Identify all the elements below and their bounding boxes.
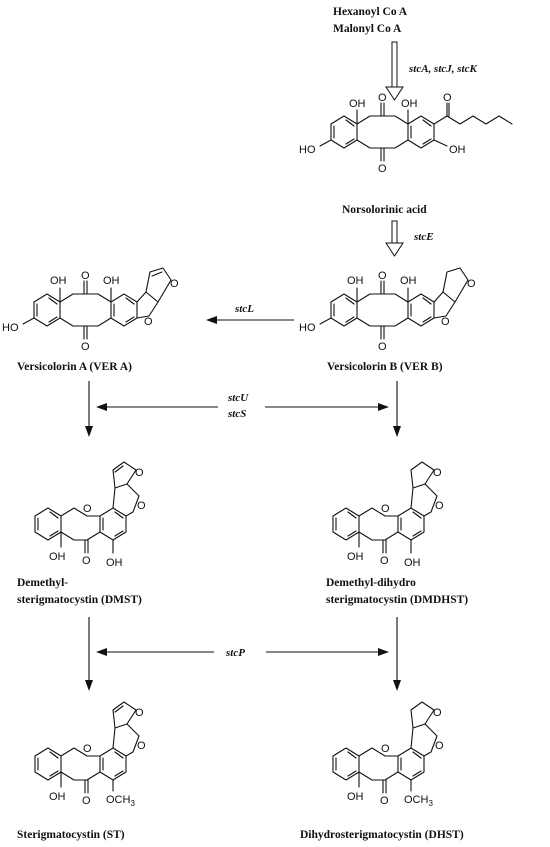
dhst-o-furan2: O (433, 707, 442, 719)
dmst-o-furan2: O (135, 467, 144, 479)
malonyl-coa-label: Malonyl Co A (333, 23, 402, 35)
enzyme-step1-label: stcA, stcJ, stcK (408, 63, 477, 75)
dmdhst-o-furan2: O (433, 467, 442, 479)
dmdhst-o-ring-xanthone: O (381, 503, 390, 515)
verb-o-top: O (378, 270, 387, 282)
enzyme-step3-label: stcL (234, 303, 254, 315)
hexanoyl-coa-label: Hexanoyl Co A (333, 6, 408, 18)
dmdhst-oh-left: OH (347, 551, 364, 563)
vera-ho: HO (2, 322, 19, 334)
st-o-carbonyl: O (82, 795, 91, 807)
dhst-o-ring-xanthone: O (381, 743, 390, 755)
st-o-ring-xanthone: O (83, 743, 92, 755)
dmst-o-furan1: O (137, 500, 146, 512)
arrow-verb-down (393, 381, 401, 437)
arrow-step3 (206, 316, 294, 324)
dmst-label-line1: Demethyl- (17, 577, 68, 589)
verb-oh-right: OH (400, 275, 417, 287)
nor-oh-right: OH (401, 98, 418, 110)
versicolorin-a-label: Versicolorin A (VER A) (17, 361, 132, 373)
arrow-dmst-down (85, 617, 93, 691)
enzyme-step4-line1: stcU (227, 392, 249, 404)
vera-o-bottom: O (81, 341, 90, 353)
versicolorin-a-structure (22, 267, 172, 340)
dmst-label-line2: sterigmatocystin (DMST) (17, 594, 142, 606)
arrow-step5-bidirectional (96, 648, 389, 656)
dmst-o-carbonyl: O (82, 555, 91, 567)
nor-o-ketone: O (443, 92, 452, 104)
verb-ho: HO (299, 322, 316, 334)
hollow-arrow-step1 (385, 41, 404, 101)
dmdhst-o-carbonyl: O (380, 555, 389, 567)
vera-o-top: O (81, 270, 90, 282)
nor-ho-left: HO (299, 144, 316, 156)
dhst-och3: OCH3 (404, 794, 433, 808)
dmdhst-o-furan1: O (435, 500, 444, 512)
st-och3: OCH3 (106, 794, 135, 808)
dmdhst-structure (332, 461, 438, 554)
dmst-o-ring-xanthone: O (83, 503, 92, 515)
arrow-step4-bidirectional (96, 403, 389, 411)
arrow-vera-down (85, 381, 93, 437)
st-o-furan1: O (137, 740, 146, 752)
enzyme-step2-label: stcE (413, 231, 434, 243)
dhst-oh-left: OH (347, 791, 364, 803)
enzyme-step4-line2: stcS (227, 408, 246, 420)
dihydrosterigmatocystin-label: Dihydrosterigmatocystin (DHST) (300, 829, 464, 841)
dhst-o-carbonyl: O (380, 795, 389, 807)
vera-o-ring2: O (170, 278, 179, 290)
versicolorin-b-structure (319, 267, 469, 340)
st-oh-left: OH (49, 791, 66, 803)
vera-oh-left: OH (50, 275, 67, 287)
dmdhst-label-line1: Demethyl-dihydro (326, 577, 416, 589)
norsolorinic-acid-label: Norsolorinic acid (342, 204, 427, 216)
dhst-o-furan1: O (435, 740, 444, 752)
nor-o-top: O (378, 92, 387, 104)
vera-o-ring1: O (144, 316, 153, 328)
verb-o-ring2: O (467, 278, 476, 290)
vera-oh-right: OH (103, 275, 120, 287)
arrow-dmdhst-down (393, 617, 401, 691)
nor-oh-bottom-right: OH (449, 144, 466, 156)
dihydrosterigmatocystin-structure (332, 701, 438, 794)
dmdhst-label-line2: sterigmatocystin (DMDHST) (326, 594, 468, 606)
dmdhst-oh-right: OH (404, 557, 421, 569)
st-o-furan2: O (135, 707, 144, 719)
verb-o-ring1: O (441, 316, 450, 328)
verb-oh-left: OH (347, 275, 364, 287)
norsolorinic-acid-structure (319, 102, 513, 162)
dmst-oh-right: OH (106, 557, 123, 569)
hollow-arrow-step2 (385, 220, 404, 257)
dmst-structure (34, 461, 140, 554)
enzyme-step5-label: stcP (225, 647, 245, 659)
sterigmatocystin-label: Sterigmatocystin (ST) (17, 829, 125, 841)
nor-o-bottom: O (378, 163, 387, 175)
dmst-oh-left: OH (49, 551, 66, 563)
sterigmatocystin-structure (34, 701, 140, 794)
nor-oh-left: OH (349, 98, 366, 110)
verb-o-bottom: O (378, 341, 387, 353)
versicolorin-b-label: Versicolorin B (VER B) (327, 361, 443, 373)
